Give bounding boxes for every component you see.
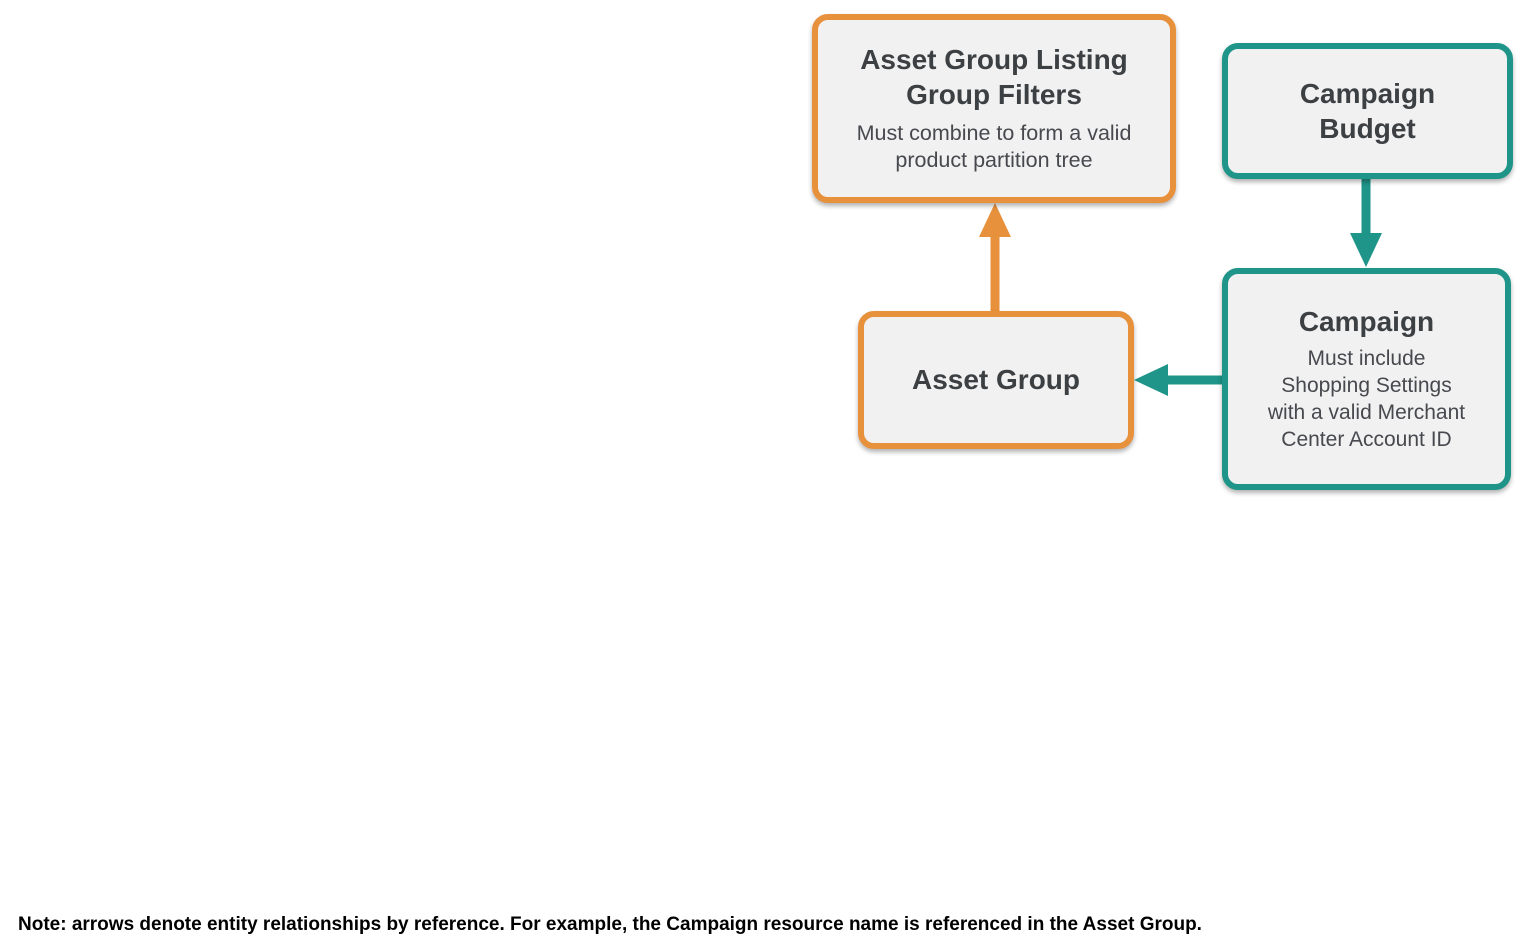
edge-campaign-to-asset-group-arrow (1134, 364, 1224, 396)
node-subtitle: Must include Shopping Settings with a va… (1267, 347, 1466, 451)
node-title: Campaign Budget (1299, 77, 1436, 144)
footnote: Note: arrows denote entity relationships… (18, 914, 1202, 935)
edge-campaign-budget-to-campaign-arrow (1350, 176, 1382, 267)
node-asset-group: Asset Group (858, 311, 1134, 449)
node-title: Campaign (1298, 306, 1435, 338)
node-title: Asset Group (911, 364, 1081, 396)
node-subtitle: Must combine to form a valid product par… (856, 120, 1132, 173)
node-campaign-budget: Campaign Budget (1222, 43, 1513, 179)
node-campaign: Campaign Must include Shopping Settings … (1222, 268, 1511, 490)
edge-asset-group-to-listing-filters-arrow (979, 203, 1011, 311)
node-asset-group-listing-group-filters: Asset Group Listing Group Filters Must c… (812, 14, 1176, 203)
node-title: Asset Group Listing Group Filters (860, 44, 1128, 111)
